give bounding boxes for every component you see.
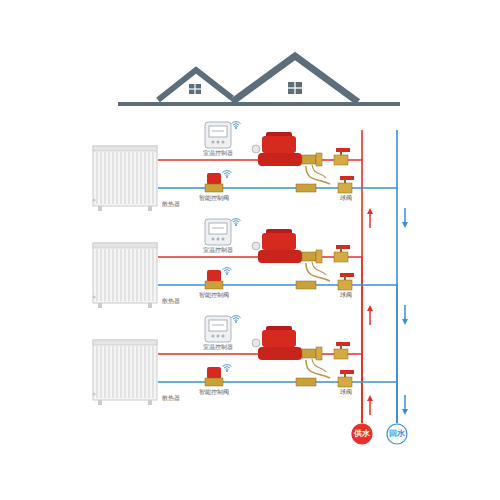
pipe-connector [158,188,397,423]
radiator: 散热器 [92,143,158,212]
pipe-connector [158,257,362,423]
pipe-terminal-circle: 回水 [386,423,408,445]
part-label: 球阀 [339,195,353,202]
part-label: 智能控制阀 [198,195,230,202]
radiator: 散热器 [92,337,158,406]
pipe-connector [158,285,397,423]
radiator-label: 散热器 [161,395,181,402]
radiator-label: 散热器 [161,298,181,305]
pipe-connector [158,354,362,423]
radiator-drawing [92,337,158,406]
radiator-label: 散热器 [161,201,181,208]
house-icon [118,56,400,104]
part-label: 室温控制器 [202,247,234,254]
part-label: 球阀 [339,292,353,299]
return-riser [396,130,398,188]
supply-riser [361,130,363,160]
part-label: 室温控制器 [202,150,234,157]
part-label: 智能控制阀 [198,389,230,396]
part-label: 球阀 [339,389,353,396]
radiator-drawing [92,240,158,309]
part-label: 智能控制阀 [198,292,230,299]
terminal-label: 回水 [389,430,405,439]
radiator: 散热器 [92,240,158,309]
pipe-connector [158,382,397,423]
pipe-connector [158,160,362,423]
pipe-terminal-circle: 供水 [351,423,373,445]
terminal-label: 供水 [354,430,370,439]
radiator-drawing [92,143,158,212]
part-label: 室温控制器 [202,344,234,351]
